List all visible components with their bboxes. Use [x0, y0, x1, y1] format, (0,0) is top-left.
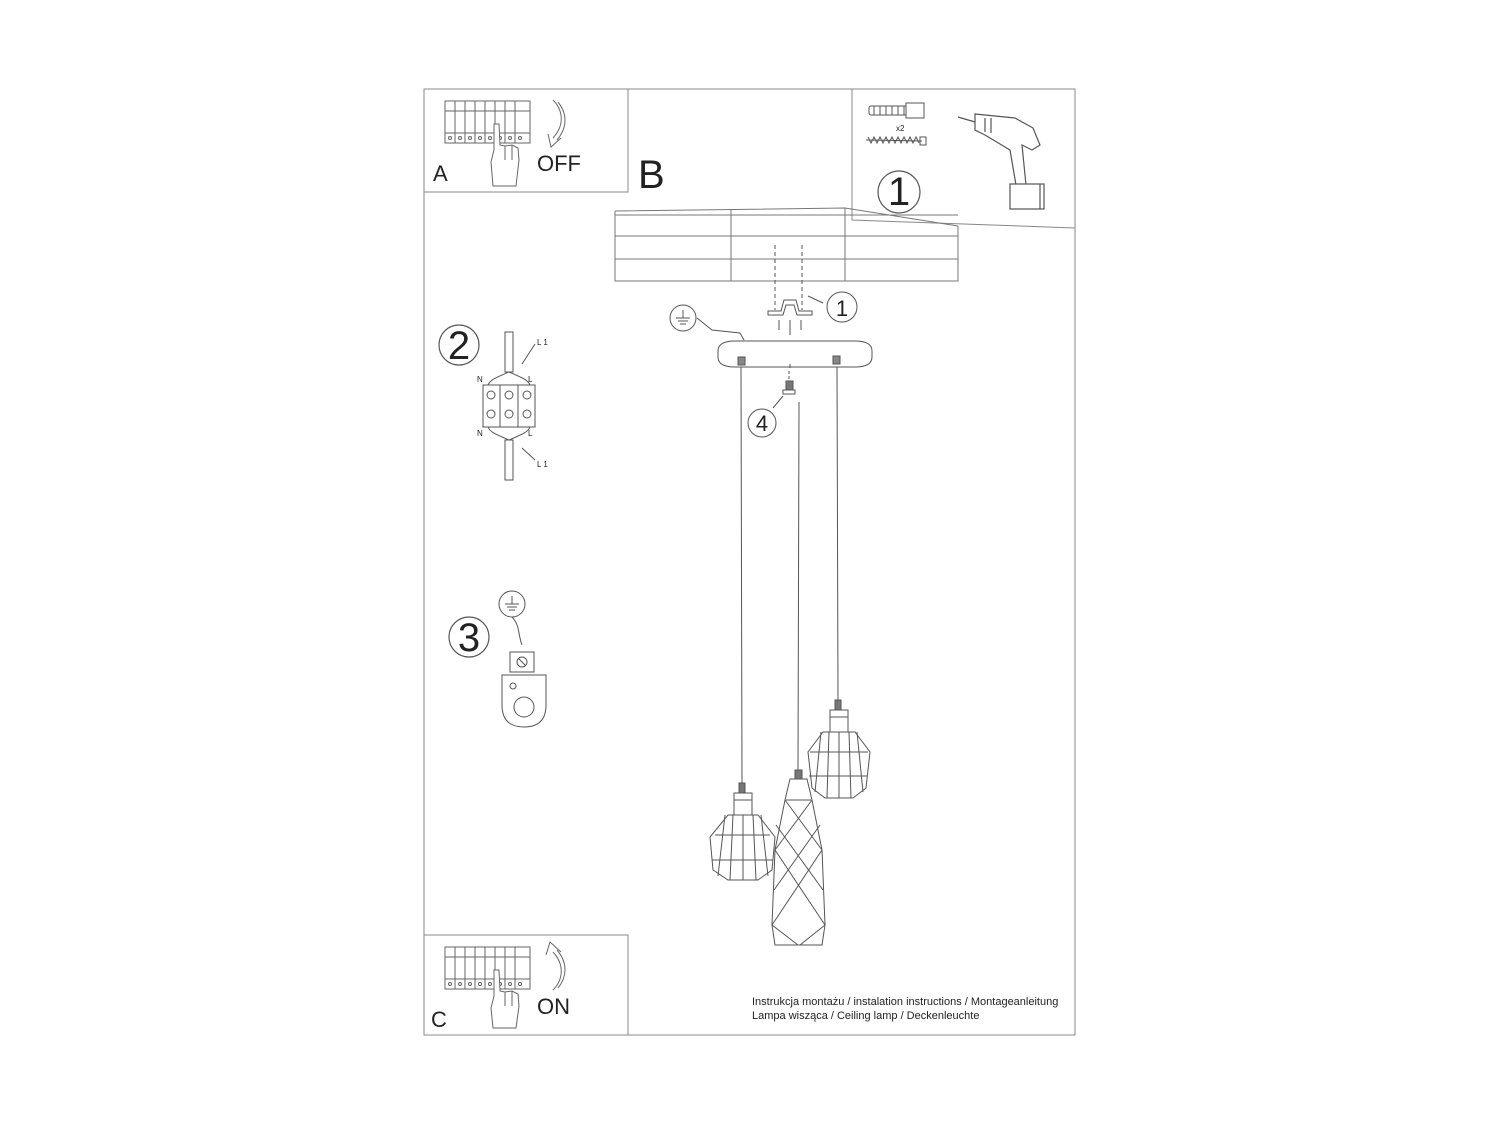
terminal-label-l-bottom: L: [528, 429, 533, 438]
terminal-label-l-top: L: [528, 375, 533, 384]
switch-down-arrow-icon: [547, 99, 566, 148]
earth-step-circle: [448, 616, 490, 658]
wiring-step: 2 L 1 N L N L L 1: [438, 324, 548, 481]
earth-step-number: 3: [458, 616, 480, 660]
terminal-label-n-bottom: N: [477, 429, 483, 438]
panel-c-power-on: C ON: [423, 934, 629, 1036]
wiring-step-circle: [438, 324, 480, 366]
fixing-quantity: x2: [896, 124, 905, 133]
earth-clamp-icon: [501, 651, 547, 728]
panel-b-letter: B: [638, 153, 665, 197]
breaker-box-icon: [444, 946, 531, 990]
mounting-bracket: [767, 245, 824, 335]
footer-instructions-title: Instrukcja montażu / instalation instruc…: [752, 996, 1058, 1008]
ceiling-illustration: [614, 207, 959, 282]
panel-a-frame: [423, 88, 629, 193]
panel-a-power-off: A OFF: [423, 88, 629, 193]
footer-product-name: Lampa wisząca / Ceiling lamp / Deckenleu…: [752, 1010, 979, 1022]
hand-icon: [490, 969, 520, 1029]
mounting-callout-circle: [826, 291, 858, 323]
breaker-box-icon: [444, 100, 531, 144]
terminal-block-icon: [482, 331, 536, 481]
earth-symbol-icon: [669, 304, 745, 341]
pendant-cords: [740, 366, 839, 784]
terminal-label-l1-bottom: L 1: [537, 460, 548, 469]
canopy-screw-callout-number: 4: [756, 411, 768, 436]
canopy-screw: [772, 371, 796, 409]
tools-box-frame: [851, 89, 1076, 229]
power-on-label: ON: [537, 994, 570, 1019]
ceiling-canopy: [717, 340, 873, 368]
terminal-label-n-top: N: [477, 375, 483, 384]
earth-step: 3: [448, 590, 547, 728]
sheet-frame: [423, 88, 1076, 1036]
tools-box: x2 1: [851, 89, 1076, 229]
canopy-screw-callout-circle: [747, 408, 777, 438]
switch-up-arrow-icon: [545, 941, 566, 991]
tools-step-number: 1: [888, 170, 910, 214]
power-off-label: OFF: [537, 151, 581, 176]
panel-c-frame: [423, 934, 629, 1036]
earth-terminal-icon: [498, 590, 526, 646]
drill-icon: [957, 113, 1045, 210]
screw-icon: [865, 135, 927, 146]
pendant-shade-right: [807, 699, 871, 799]
wiring-step-number: 2: [448, 324, 470, 368]
hand-icon: [490, 123, 520, 187]
pendant-shade-left: [709, 782, 776, 881]
pendant-shade-center: [771, 769, 826, 946]
terminal-label-l1-top: L 1: [537, 338, 548, 347]
panel-c-letter: C: [431, 1007, 447, 1032]
tools-step-circle: [877, 170, 921, 214]
wall-plug-icon: [868, 102, 925, 119]
mounting-callout-number: 1: [836, 296, 848, 321]
panel-a-letter: A: [433, 161, 448, 186]
